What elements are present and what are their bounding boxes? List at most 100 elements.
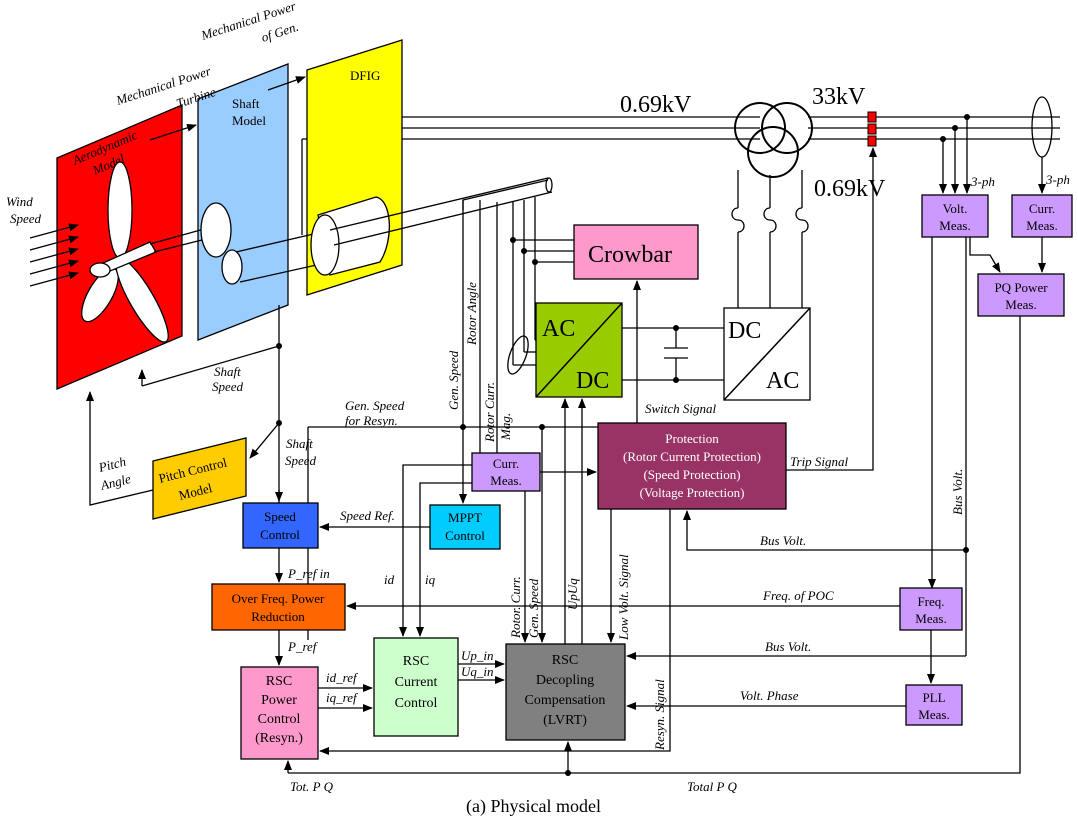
svg-text:DC: DC bbox=[728, 318, 761, 344]
label-gen-speed-v2: Gen. Speed bbox=[526, 578, 541, 638]
svg-text:AC: AC bbox=[766, 368, 799, 394]
label-iq: iq bbox=[425, 572, 436, 587]
label-wind: Wind bbox=[6, 194, 33, 209]
label-3ph-curr: 3-ph bbox=[1045, 172, 1070, 187]
label-tot-pq: Tot. P Q bbox=[290, 779, 334, 794]
freq-meas-block: Freq. Meas. bbox=[899, 587, 963, 631]
circuit-breakers bbox=[867, 111, 877, 147]
dcac-converter-block: DC AC bbox=[723, 307, 811, 401]
svg-text:Control: Control bbox=[395, 696, 438, 711]
label-pitch: Pitch bbox=[96, 454, 127, 475]
speed-control-block: Speed Control bbox=[242, 502, 319, 549]
label-speed: Speed bbox=[10, 211, 42, 226]
label-resyn-signal: Resyn. Signal bbox=[652, 679, 667, 751]
protection-block: Protection (Rotor Current Protection) (S… bbox=[597, 422, 787, 510]
trip-signal-line bbox=[786, 147, 877, 471]
label-freq-poc: Freq. of POC bbox=[762, 588, 834, 603]
label-iq-ref: iq_ref bbox=[326, 690, 359, 705]
svg-text:(Speed Protection): (Speed Protection) bbox=[643, 467, 740, 482]
svg-text:RSC: RSC bbox=[403, 654, 429, 669]
label-switch-signal: Switch Signal bbox=[645, 401, 717, 416]
rsc-power-control-block: RSC Power Control (Resyn.) bbox=[240, 666, 319, 760]
label-id: id bbox=[384, 572, 395, 587]
svg-text:Crowbar: Crowbar bbox=[588, 242, 672, 268]
label-shaft-speed-2a: Shaft bbox=[286, 436, 313, 451]
crowbar-block: Crowbar bbox=[573, 224, 699, 280]
svg-text:Meas.: Meas. bbox=[939, 218, 970, 233]
svg-text:Protection: Protection bbox=[665, 431, 719, 446]
svg-text:(Voltage Protection): (Voltage Protection) bbox=[640, 485, 745, 500]
converter-feed-lines bbox=[731, 170, 809, 308]
label-shaft-speed-1b: Speed bbox=[212, 379, 244, 394]
label-bus-volt-h2: Bus Volt. bbox=[765, 639, 811, 654]
svg-text:PLL: PLL bbox=[922, 690, 945, 705]
resyn-signal-line bbox=[319, 509, 671, 755]
total-pq-lines bbox=[284, 741, 572, 776]
svg-text:MPPT: MPPT bbox=[448, 510, 482, 525]
label-rotor-curr-v: Rotor. Curr. bbox=[508, 576, 523, 639]
figure-caption: (a) Physical model bbox=[466, 796, 601, 817]
svg-text:AC: AC bbox=[542, 316, 575, 342]
label-rotor-angle-v: Rotor Angle bbox=[464, 282, 479, 346]
meas-taps bbox=[939, 96, 1053, 273]
rsc-current-control-block: RSC Current Control bbox=[373, 637, 459, 737]
transformer bbox=[734, 102, 813, 178]
label-gen-speed-v: Gen. Speed bbox=[446, 350, 461, 410]
svg-text:Control: Control bbox=[445, 528, 485, 543]
label-bus-volt-h1: Bus Volt. bbox=[760, 533, 806, 548]
label-low-volt-signal: Low Volt. Signal bbox=[616, 554, 631, 641]
svg-text:Meas.: Meas. bbox=[1005, 297, 1036, 312]
svg-text:(Rotor Current Protection): (Rotor Current Protection) bbox=[623, 449, 761, 464]
voltage-label-069kv-left: 0.69kV bbox=[620, 92, 692, 118]
volt-meas-block: Volt. Meas. bbox=[921, 194, 989, 238]
label-3ph-volt: 3-ph bbox=[970, 174, 995, 189]
over-freq-block: Over Freq. Power Reduction bbox=[211, 583, 346, 631]
label-up-in: Up_in bbox=[461, 648, 494, 663]
curr-meas-right-block: Curr. Meas. bbox=[1011, 194, 1073, 238]
svg-text:Meas.: Meas. bbox=[918, 707, 949, 722]
label-speed-ref: Speed Ref. bbox=[340, 508, 395, 523]
svg-text:Decopling: Decopling bbox=[536, 673, 594, 688]
wind-arrows bbox=[29, 223, 79, 287]
id-line bbox=[399, 464, 472, 637]
svg-text:Curr.: Curr. bbox=[1029, 201, 1055, 216]
svg-text:RSC: RSC bbox=[266, 674, 292, 689]
rotor-lines bbox=[507, 197, 574, 375]
mppt-block: MPPT Control bbox=[429, 504, 501, 550]
bus-volt-lines bbox=[288, 237, 1021, 774]
svg-text:(Resyn.): (Resyn.) bbox=[255, 731, 303, 746]
label-volt-phase: Volt. Phase bbox=[740, 688, 799, 703]
shaft-speed-feedback bbox=[138, 305, 282, 505]
svg-text:Volt.: Volt. bbox=[943, 201, 968, 216]
svg-text:(LVRT): (LVRT) bbox=[543, 713, 587, 728]
pitch-control-block: Pitch Control Model bbox=[152, 437, 247, 520]
label-pref: P_ref bbox=[287, 639, 319, 654]
label-bus-volt-v: Bus Volt. bbox=[950, 469, 965, 515]
svg-text:DFIG: DFIG bbox=[350, 68, 380, 83]
generator-sensor-lines bbox=[462, 179, 549, 455]
arrow-shaft-to-dfig bbox=[267, 76, 306, 91]
svg-text:DC: DC bbox=[576, 368, 609, 394]
svg-text:Speed: Speed bbox=[264, 509, 296, 524]
turbine-rotor-drawing bbox=[81, 161, 553, 343]
label-id-ref: id_ref bbox=[326, 670, 359, 685]
curr-meas-mid-block: Curr. Meas. bbox=[471, 452, 541, 492]
label-angle: Angle bbox=[98, 471, 132, 493]
label-upuq: UpUq bbox=[565, 578, 580, 610]
svg-text:Control: Control bbox=[260, 527, 300, 542]
svg-text:Meas.: Meas. bbox=[915, 611, 946, 626]
voltage-label-069kv-right: 0.69kV bbox=[814, 176, 886, 202]
acdc-converter-block: AC DC bbox=[535, 302, 623, 398]
svg-text:Current: Current bbox=[395, 675, 438, 690]
svg-text:Control: Control bbox=[258, 712, 301, 727]
rsc-decoupling-block: RSC Decopling Compensation (LVRT) bbox=[505, 643, 626, 741]
svg-text:PQ Power: PQ Power bbox=[994, 280, 1048, 295]
label-total-pq: Total P Q bbox=[687, 779, 737, 794]
label-mag: Mag. bbox=[498, 413, 513, 441]
svg-text:Reduction: Reduction bbox=[251, 609, 305, 624]
label-shaft-speed-1a: Shaft bbox=[214, 364, 241, 379]
shaft-model-block: Shaft Model bbox=[197, 63, 289, 341]
svg-text:Compensation: Compensation bbox=[525, 693, 606, 708]
label-trip-signal: Trip Signal bbox=[790, 454, 849, 469]
